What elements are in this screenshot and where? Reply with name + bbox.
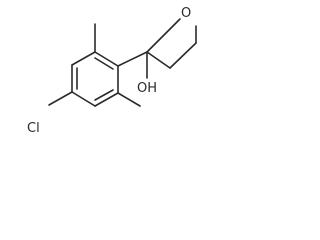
ring-bond-c4-c5 — [71, 91, 96, 107]
ring-bond-c1-c2 — [94, 51, 119, 67]
oxetane-bond-c3-left — [146, 28, 171, 53]
ring-double-bond-1 — [94, 57, 114, 70]
oxetane-bond-right-c3 — [169, 42, 197, 69]
structure-diagram: O OH Cl — [27, 6, 197, 136]
ring-bond-c2-c3 — [71, 51, 96, 66]
chlorine-atom-label: Cl — [27, 121, 40, 136]
ring-bond-c5-c6 — [94, 92, 119, 107]
oxygen-atom-label: O — [181, 6, 191, 21]
ring-double-bond-3 — [94, 89, 114, 101]
ring-to-oxetane-bond — [117, 51, 148, 67]
chemical-structure: O OH Cl — [0, 0, 201, 137]
hydroxyl-label: OH — [137, 81, 157, 96]
oxetane-bond-top-o — [169, 18, 181, 30]
oxetane-bond-bottom — [146, 51, 171, 69]
chlorine-bond — [48, 91, 73, 106]
oxetane-ring — [146, 18, 197, 69]
benzene-ring — [71, 51, 119, 107]
methyl-bond-bottom — [117, 92, 141, 107]
